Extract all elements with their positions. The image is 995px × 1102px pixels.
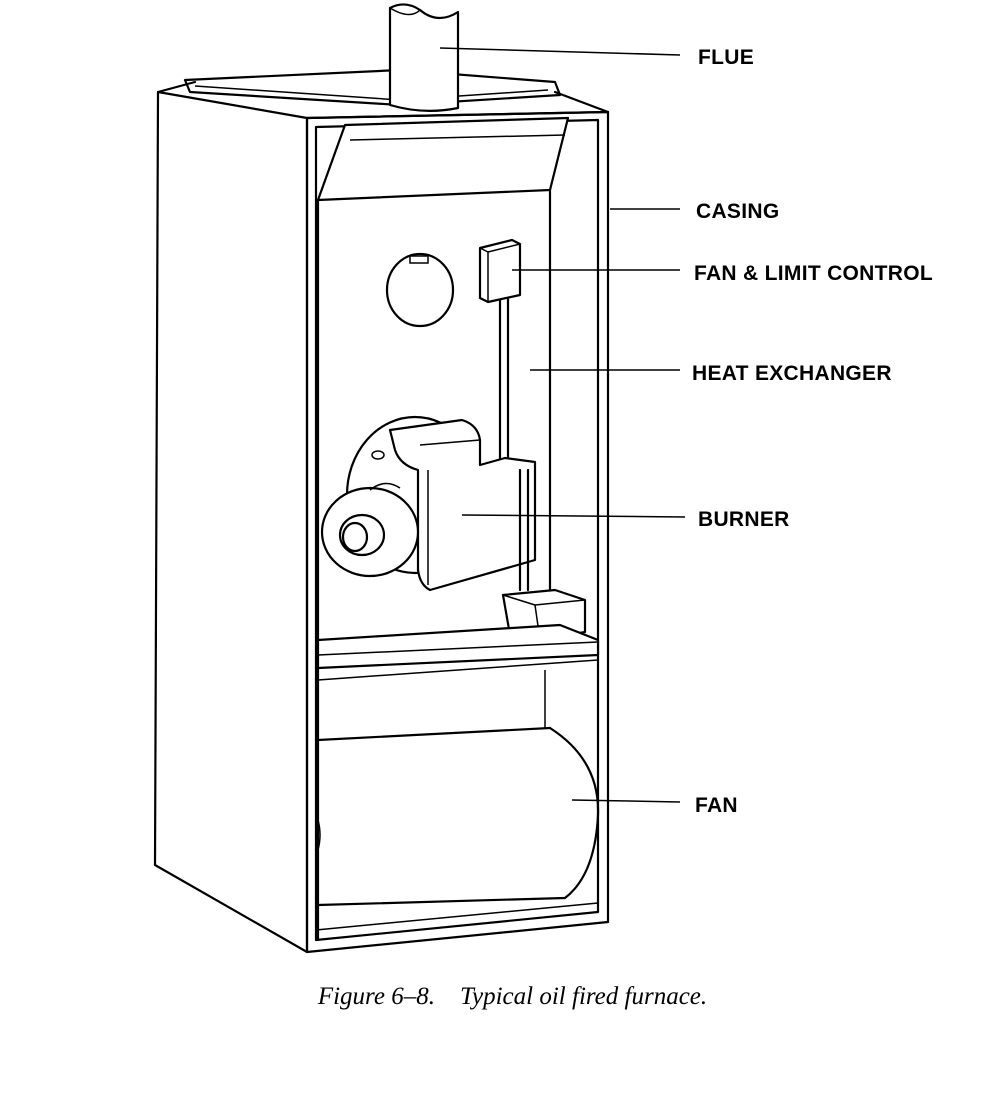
label-fan: FAN (695, 794, 738, 817)
figure-caption-text: Typical oil fired furnace. (459, 983, 708, 1010)
fan-blower (316, 670, 600, 907)
label-burner: BURNER (698, 508, 790, 531)
burner-assembly (320, 415, 537, 592)
divider-shelf (316, 623, 600, 942)
plenum-hood (316, 116, 570, 642)
inspection-port (385, 252, 455, 328)
figure-number: Figure 6–8. (317, 983, 435, 1010)
casing (153, 80, 610, 954)
figure-caption: Figure 6–8. Typical oil fired furnace. (0, 983, 995, 1011)
fan-limit-control-box (478, 238, 522, 462)
label-flue: FLUE (698, 46, 754, 69)
top-cover (183, 68, 562, 107)
flue-pipe (388, 3, 460, 112)
label-fan-limit-control: FAN & LIMIT CONTROL (694, 262, 933, 285)
label-heat-exchanger: HEAT EXCHANGER (692, 362, 892, 385)
leader-lines (439, 47, 686, 803)
label-casing: CASING (696, 200, 779, 223)
